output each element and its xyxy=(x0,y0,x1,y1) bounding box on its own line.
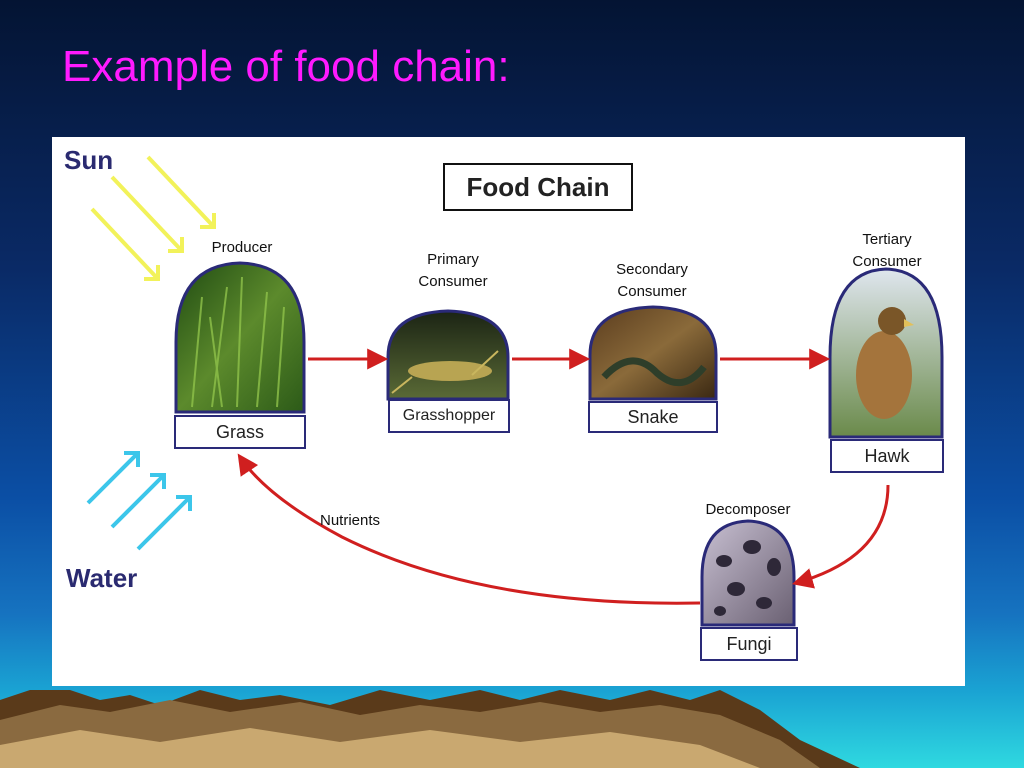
role-tertiary-consumer: Tertiary Consumer xyxy=(852,231,922,270)
snake-name: Snake xyxy=(588,401,718,433)
chain-arrows xyxy=(237,348,890,605)
diagram-title: Food Chain xyxy=(443,163,633,211)
arrow-hawk-to-fungi xyxy=(791,484,890,589)
snake-node xyxy=(588,305,718,401)
nutrients-label: Nutrients xyxy=(320,512,381,529)
arrow-fungi-to-grass xyxy=(237,453,701,605)
grass-node xyxy=(174,261,306,414)
fungi-image xyxy=(700,519,796,627)
food-chain-diagram xyxy=(86,155,944,627)
fungi-name: Fungi xyxy=(700,627,798,661)
grasshopper-image xyxy=(386,309,510,401)
hawk-node xyxy=(828,267,944,439)
grass-name: Grass xyxy=(174,415,306,449)
water-label: Water xyxy=(66,563,138,593)
role-secondary-consumer: Secondary Consumer xyxy=(616,261,688,300)
sun-rays-icon xyxy=(90,155,216,281)
slide-title: Example of food chain: xyxy=(62,42,510,91)
fungi-node xyxy=(700,519,796,627)
sun-label: Sun xyxy=(64,145,114,175)
grasshopper-node xyxy=(386,309,510,401)
role-primary-consumer: Primary Consumer xyxy=(418,251,488,290)
role-decomposer: Decomposer xyxy=(705,501,791,518)
snake-image xyxy=(588,305,718,401)
hawk-name: Hawk xyxy=(830,439,944,473)
grasshopper-name: Grasshopper xyxy=(388,399,510,433)
diagram-panel: Food Chain Sun Water Nutrients Producer … xyxy=(52,137,965,686)
water-rays-icon xyxy=(86,451,192,551)
role-producer: Producer xyxy=(211,239,273,256)
